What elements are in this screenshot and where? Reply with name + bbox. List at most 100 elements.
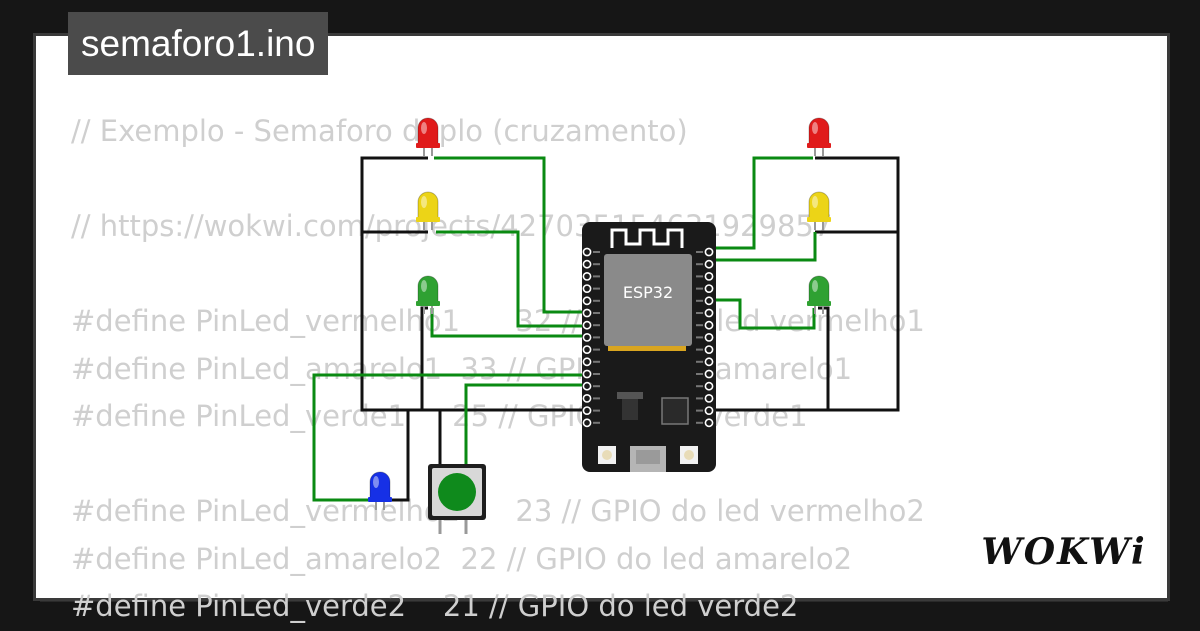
wire-green-blue xyxy=(312,373,586,502)
esp32-board[interactable]: ESP32 xyxy=(582,222,716,472)
led-green-1[interactable] xyxy=(416,275,440,314)
pin-label-mark xyxy=(696,275,703,278)
pin[interactable] xyxy=(704,271,714,281)
led-body xyxy=(808,275,830,305)
led-layer xyxy=(368,117,831,510)
pin[interactable] xyxy=(582,259,592,269)
pin[interactable] xyxy=(582,369,592,379)
board-label: ESP32 xyxy=(623,283,673,302)
pin-label-mark xyxy=(696,373,703,375)
pin-label-mark xyxy=(696,385,703,388)
wire-green-green1 xyxy=(430,308,586,338)
wire-black-green2 xyxy=(818,306,830,410)
black-wires xyxy=(360,156,900,502)
pin-label-mark xyxy=(696,312,703,314)
pin-label-mark xyxy=(696,360,703,363)
pin[interactable] xyxy=(704,332,714,342)
pin[interactable] xyxy=(704,418,714,428)
pin-label-mark xyxy=(593,373,600,375)
pin-label-mark xyxy=(593,251,600,253)
pin[interactable] xyxy=(704,406,714,415)
led-highlight xyxy=(421,196,427,208)
led-rim xyxy=(416,301,440,306)
pin[interactable] xyxy=(582,308,592,318)
wire-green-yellow1 xyxy=(436,230,586,328)
wire-green-green2 xyxy=(706,298,816,330)
led-rim xyxy=(416,217,440,222)
pin-label-mark xyxy=(696,251,703,253)
pin-label-mark xyxy=(593,336,600,339)
led-blue[interactable] xyxy=(368,471,392,510)
led-rim xyxy=(807,301,831,306)
code-line: #define PinLed_verde2 21 // GPIO do led … xyxy=(71,589,799,623)
project-filename[interactable]: semaforo1.ino xyxy=(68,12,329,75)
led-highlight xyxy=(812,280,818,292)
pin-label-mark xyxy=(593,385,600,388)
pin[interactable] xyxy=(582,271,592,281)
pin[interactable] xyxy=(704,393,714,403)
en-button-cap xyxy=(602,450,612,460)
usb-port-inner xyxy=(636,450,660,464)
pin[interactable] xyxy=(582,332,592,342)
led-highlight xyxy=(812,122,818,134)
code-line xyxy=(71,251,925,299)
pin[interactable] xyxy=(582,357,592,367)
wokwi-logo: WOKWi xyxy=(981,531,1144,573)
pin[interactable] xyxy=(582,381,592,391)
led-yellow-1[interactable] xyxy=(416,191,440,230)
wire-green-button xyxy=(464,383,586,464)
led-red-1[interactable] xyxy=(416,117,440,156)
pin[interactable] xyxy=(704,308,714,318)
pin[interactable] xyxy=(704,357,714,367)
code-line: #define PinLed_vermelho1 32 // GPIO do l… xyxy=(71,304,925,338)
pin-label-mark xyxy=(696,299,703,302)
pin[interactable] xyxy=(582,296,592,306)
regulator-tab xyxy=(617,392,643,399)
pin-label-mark xyxy=(696,409,703,412)
pin-label-mark xyxy=(696,263,703,266)
wifi-module xyxy=(604,254,692,346)
pin-label-mark xyxy=(696,336,703,339)
usb-chip xyxy=(661,397,689,425)
left-pin-header xyxy=(582,247,600,428)
pin[interactable] xyxy=(582,284,592,293)
led-body xyxy=(417,275,439,305)
pin[interactable] xyxy=(582,418,592,428)
pin[interactable] xyxy=(704,345,714,354)
code-line: #define PinLed_verde1 25 // GPIO do led … xyxy=(71,399,808,433)
button-cap[interactable] xyxy=(438,473,476,511)
code-preview: // Exemplo - Semaforo duplo (cruzamento)… xyxy=(71,108,925,631)
led-rim xyxy=(416,143,440,148)
boot-button-cap xyxy=(684,450,694,460)
led-highlight xyxy=(421,280,427,292)
pin-label-mark xyxy=(593,409,600,412)
pin[interactable] xyxy=(704,369,714,379)
pin[interactable] xyxy=(704,320,714,330)
led-red-2[interactable] xyxy=(807,117,831,156)
antenna-trace xyxy=(610,228,684,248)
pin[interactable] xyxy=(704,296,714,306)
led-rim xyxy=(807,217,831,222)
pin[interactable] xyxy=(704,284,714,293)
pin-label-mark xyxy=(593,312,600,314)
led-rim xyxy=(368,497,392,502)
led-green-2[interactable] xyxy=(807,275,831,314)
pin[interactable] xyxy=(704,381,714,391)
led-yellow-2[interactable] xyxy=(807,191,831,230)
pin[interactable] xyxy=(704,259,714,269)
pin[interactable] xyxy=(704,247,714,257)
right-pin-header xyxy=(696,247,714,428)
pin-label-mark xyxy=(696,397,703,400)
code-line: // Exemplo - Semaforo duplo (cruzamento) xyxy=(71,114,688,148)
pin[interactable] xyxy=(582,345,592,354)
pin[interactable] xyxy=(582,247,592,257)
pin-label-mark xyxy=(593,324,600,327)
led-highlight xyxy=(421,122,427,134)
pin[interactable] xyxy=(582,406,592,415)
pin[interactable] xyxy=(582,320,592,330)
led-body xyxy=(808,191,830,221)
pin[interactable] xyxy=(582,393,592,403)
push-button[interactable] xyxy=(428,464,486,534)
pin-label-mark xyxy=(696,324,703,327)
